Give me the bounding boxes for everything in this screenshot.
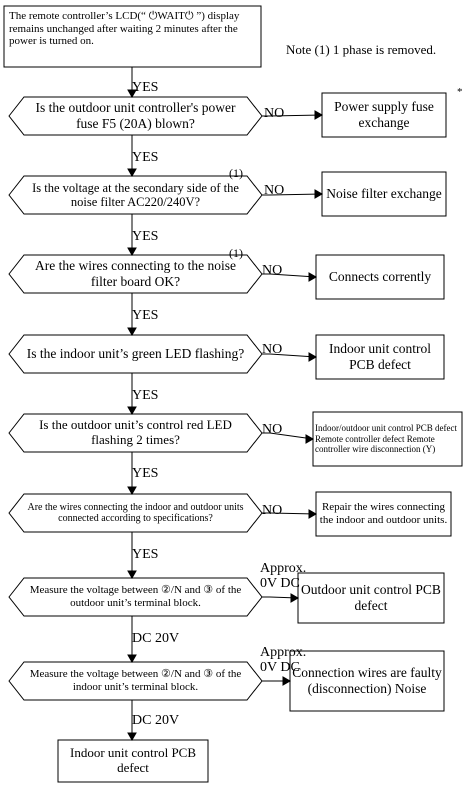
continue-label-3: YES [132, 308, 159, 323]
branch-line-7 [262, 596, 299, 599]
result-text-6: Repair the wires connecting the indoor a… [319, 501, 448, 526]
note-text: Note (1) 1 phase is removed. [286, 42, 437, 57]
arrow-down-7 [127, 654, 137, 664]
result-box-3 [315, 254, 445, 300]
result-box-5 [312, 411, 463, 467]
branch-label-4: NO [262, 342, 283, 357]
branch-arrow-4 [308, 352, 318, 362]
branch-arrow-3 [308, 272, 318, 282]
arrow-down-6 [127, 570, 137, 580]
decision-text-6: Are the wires connecting the indoor and … [27, 501, 244, 525]
continue-label-6: YES [132, 547, 159, 562]
branch-label-7: Approx. 0V DC [260, 561, 307, 592]
result-text-1: Power supply fuse exchange [334, 99, 434, 130]
branch-label-6: NO [262, 503, 283, 518]
result-text-3: Connects corrently [328, 269, 432, 285]
decision-text-3: Are the wires connecting to the noise fi… [35, 258, 236, 289]
result-box-2 [321, 171, 447, 217]
branch-label-5: NO [262, 422, 283, 437]
decision-text-7: Measure the voltage between ②/N and ③ of… [29, 584, 242, 609]
continue-label-2: YES [132, 229, 159, 244]
branch-arrow-8 [282, 676, 292, 686]
arrow-down-8 [127, 732, 137, 742]
branch-line-3 [262, 273, 317, 278]
arrow-down-5 [127, 486, 137, 496]
arrow-down-2 [127, 247, 137, 257]
arrow-down-4 [127, 406, 137, 416]
continue-label-1: YES [132, 150, 159, 165]
result-text-5: Indoor/outdoor unit control PCB defect R… [315, 423, 457, 455]
branch-label-3: NO [262, 263, 283, 278]
continue-label-8: DC 20V [132, 713, 180, 728]
result-box-7 [297, 572, 445, 624]
result-text-7: Outdoor unit control PCB defect [301, 582, 441, 613]
branch-label-1: NO [264, 106, 285, 121]
result-box-6 [315, 491, 452, 537]
end-box-shape [57, 739, 209, 783]
phase-note-mark-2: (1) [229, 166, 243, 180]
decision-text-1: Is the outdoor unit controller's power f… [35, 100, 236, 131]
phase-note-mark-3: (1) [229, 246, 243, 260]
branch-arrow-5 [305, 434, 315, 444]
continue-label-5: YES [132, 466, 159, 481]
decision-text-5: Is the outdoor unit’s control red LED fl… [39, 417, 232, 447]
start-box-text: The remote controller’s LCD(“ ⏻WAIT⏻ ”) … [9, 10, 240, 48]
decision-text-2: Is the voltage at the secondary side of … [32, 180, 239, 209]
arrow-down-3 [127, 327, 137, 337]
branch-label-2: NO [264, 183, 285, 198]
result-text-4: Indoor unit control PCB defect [329, 341, 431, 372]
result-text-2: Noise filter exchange [326, 186, 442, 202]
branch-line-1 [262, 114, 323, 117]
branch-arrow-6 [308, 509, 318, 519]
end-box: Indoor unit control PCB defect [69, 745, 197, 775]
branch-line-2 [262, 193, 323, 196]
result-text-8: Connection wires are faulty (disconnecti… [292, 665, 442, 696]
continue-label-4: YES [132, 388, 159, 403]
result-box-1 [321, 92, 447, 138]
arrow-down-1 [127, 168, 137, 178]
decision-text-8: Measure the voltage between ②/N and ③ of… [29, 668, 242, 693]
branch-label-8: Approx. 0V DC [260, 645, 307, 676]
branch-line-5 [262, 432, 314, 440]
asterisk-mark: * [457, 86, 463, 98]
branch-line-6 [262, 512, 317, 515]
arrow-start [127, 89, 137, 99]
first-yes-label: YES [132, 80, 159, 95]
continue-label-7: DC 20V [132, 631, 180, 646]
result-box-8 [289, 650, 445, 712]
result-box-4 [315, 334, 445, 380]
branch-arrow-7 [290, 593, 300, 603]
branch-line-4 [262, 353, 317, 358]
decision-text-4: Is the indoor unit’s green LED flashing? [26, 346, 245, 362]
branch-arrow-1 [314, 110, 324, 120]
branch-arrow-2 [314, 189, 324, 199]
